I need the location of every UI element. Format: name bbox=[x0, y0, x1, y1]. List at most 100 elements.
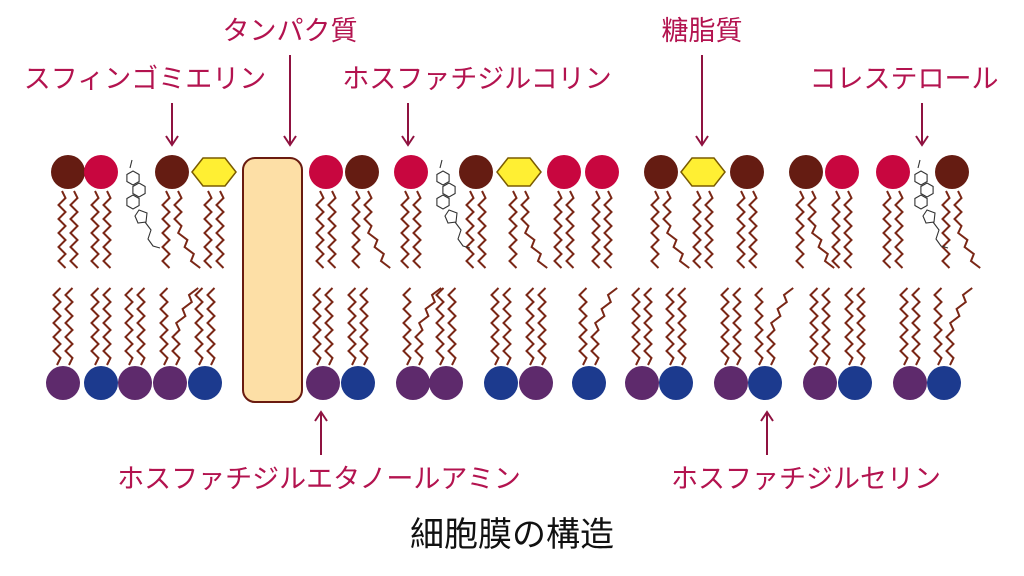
lipid-heads bbox=[46, 155, 969, 403]
fatty-acid-chain bbox=[736, 190, 746, 269]
upper-lipid-tails bbox=[591, 190, 613, 269]
fatty-acid-chain bbox=[312, 287, 322, 366]
phosphatidylserine-head bbox=[659, 366, 693, 400]
phosphatidylserine-head bbox=[188, 366, 222, 400]
fatty-acid-chain bbox=[899, 287, 909, 366]
fatty-acid-chain bbox=[603, 190, 613, 269]
upper-lipid-tails bbox=[736, 190, 758, 269]
lower-lipid-tails bbox=[435, 287, 457, 366]
upper-lipid-tails bbox=[351, 190, 391, 269]
fatty-acid-chain bbox=[933, 287, 943, 366]
phosphatidylserine-head bbox=[84, 366, 118, 400]
lower-lipid-tails bbox=[754, 287, 794, 366]
fatty-acid-chain bbox=[748, 190, 758, 269]
phosphatidylcholine-head bbox=[876, 155, 910, 189]
cholesterol-molecule bbox=[436, 159, 471, 249]
sphingomyelin-head bbox=[789, 155, 823, 189]
fatty-acid-chain bbox=[414, 287, 442, 366]
fatty-acid-chain bbox=[477, 190, 487, 269]
phosphatidylserine-head bbox=[341, 366, 375, 400]
phosphatidylethanolamine-head bbox=[803, 366, 837, 400]
phosphatidylserine-head bbox=[838, 366, 872, 400]
lower-lipid-tails bbox=[525, 287, 547, 366]
phosphatidylethanolamine-head bbox=[519, 366, 553, 400]
lipid-tails bbox=[52, 190, 981, 366]
label-phosphatidylserine: ホスファチジルセリン bbox=[671, 464, 941, 495]
phosphatidylserine-head bbox=[484, 366, 518, 400]
fatty-acid-chain bbox=[412, 190, 422, 269]
fatty-acid-chain bbox=[662, 190, 690, 269]
fatty-acid-chain bbox=[520, 190, 548, 269]
lower-lipid-tails bbox=[347, 287, 369, 366]
glycolipid-head bbox=[496, 157, 542, 187]
membrane-protein bbox=[242, 157, 303, 403]
sphingomyelin-head bbox=[345, 155, 379, 189]
phosphatidylcholine-head bbox=[825, 155, 859, 189]
lower-lipid-tails bbox=[124, 287, 146, 366]
sphingomyelin-head bbox=[459, 155, 493, 189]
lower-lipid-tails bbox=[402, 287, 442, 366]
sphingomyelin-head bbox=[935, 155, 969, 189]
fatty-acid-chain bbox=[159, 287, 169, 366]
label-arrows bbox=[165, 55, 929, 455]
fatty-acid-chain bbox=[894, 190, 904, 269]
arrow-head bbox=[760, 410, 774, 422]
fatty-acid-chain bbox=[795, 190, 805, 269]
lower-lipid-tails bbox=[631, 287, 653, 366]
phosphatidylethanolamine-head bbox=[153, 366, 187, 400]
upper-lipid-tails bbox=[882, 190, 904, 269]
label-glycolipid: 糖脂質 bbox=[662, 16, 743, 47]
lower-lipid-tails bbox=[159, 287, 199, 366]
phosphatidylserine-head bbox=[927, 366, 961, 400]
phosphatidylethanolamine-head bbox=[893, 366, 927, 400]
fatty-acid-chain bbox=[90, 287, 100, 366]
fatty-acid-chain bbox=[720, 287, 730, 366]
arrow-head bbox=[283, 135, 297, 147]
upper-lipid-tails bbox=[650, 190, 690, 269]
fatty-acid-chain bbox=[953, 190, 981, 269]
upper-lipid-tails bbox=[831, 190, 853, 269]
fatty-acid-chain bbox=[161, 190, 171, 269]
lower-lipid-tails bbox=[312, 287, 334, 366]
lower-lipid-tails bbox=[899, 287, 921, 366]
arrow-head bbox=[314, 410, 328, 422]
upper-lipid-tails bbox=[553, 190, 575, 269]
fatty-acid-chain bbox=[102, 287, 112, 366]
fatty-acid-chain bbox=[650, 190, 660, 269]
fatty-acid-chain bbox=[807, 190, 835, 269]
label-protein: タンパク質 bbox=[223, 16, 358, 47]
fatty-acid-chain bbox=[315, 190, 325, 269]
lower-lipid-tails bbox=[52, 287, 74, 366]
lower-lipid-tails bbox=[720, 287, 742, 366]
lower-lipid-tails bbox=[933, 287, 973, 366]
phosphatidylcholine-head bbox=[84, 155, 118, 189]
arrow-head bbox=[915, 135, 929, 147]
fatty-acid-chain bbox=[732, 287, 742, 366]
fatty-acid-chain bbox=[856, 287, 866, 366]
phosphatidylserine-head bbox=[748, 366, 782, 400]
phosphatidylethanolamine-head bbox=[714, 366, 748, 400]
lower-lipid-tails bbox=[665, 287, 687, 366]
lower-lipid-tails bbox=[194, 287, 216, 366]
fatty-acid-chain bbox=[57, 190, 67, 269]
upper-lipid-tails bbox=[508, 190, 548, 269]
phosphatidylethanolamine-head bbox=[118, 366, 152, 400]
fatty-acid-chain bbox=[525, 287, 535, 366]
glycolipid-head bbox=[680, 157, 726, 187]
phosphatidylethanolamine-head bbox=[429, 366, 463, 400]
fatty-acid-chain bbox=[631, 287, 641, 366]
fatty-acid-chain bbox=[591, 190, 601, 269]
fatty-acid-chain bbox=[402, 287, 412, 366]
fatty-acid-chain bbox=[173, 190, 201, 269]
fatty-acid-chain bbox=[52, 287, 62, 366]
phosphatidylethanolamine-head bbox=[306, 366, 340, 400]
fatty-acid-chain bbox=[831, 190, 841, 269]
fatty-acid-chain bbox=[941, 190, 951, 269]
phosphatidylethanolamine-head bbox=[396, 366, 430, 400]
sphingomyelin-head bbox=[155, 155, 189, 189]
upper-lipid-tails bbox=[203, 190, 225, 269]
upper-lipid-tails bbox=[161, 190, 201, 269]
fatty-acid-chain bbox=[844, 287, 854, 366]
fatty-acid-chain bbox=[102, 190, 112, 269]
